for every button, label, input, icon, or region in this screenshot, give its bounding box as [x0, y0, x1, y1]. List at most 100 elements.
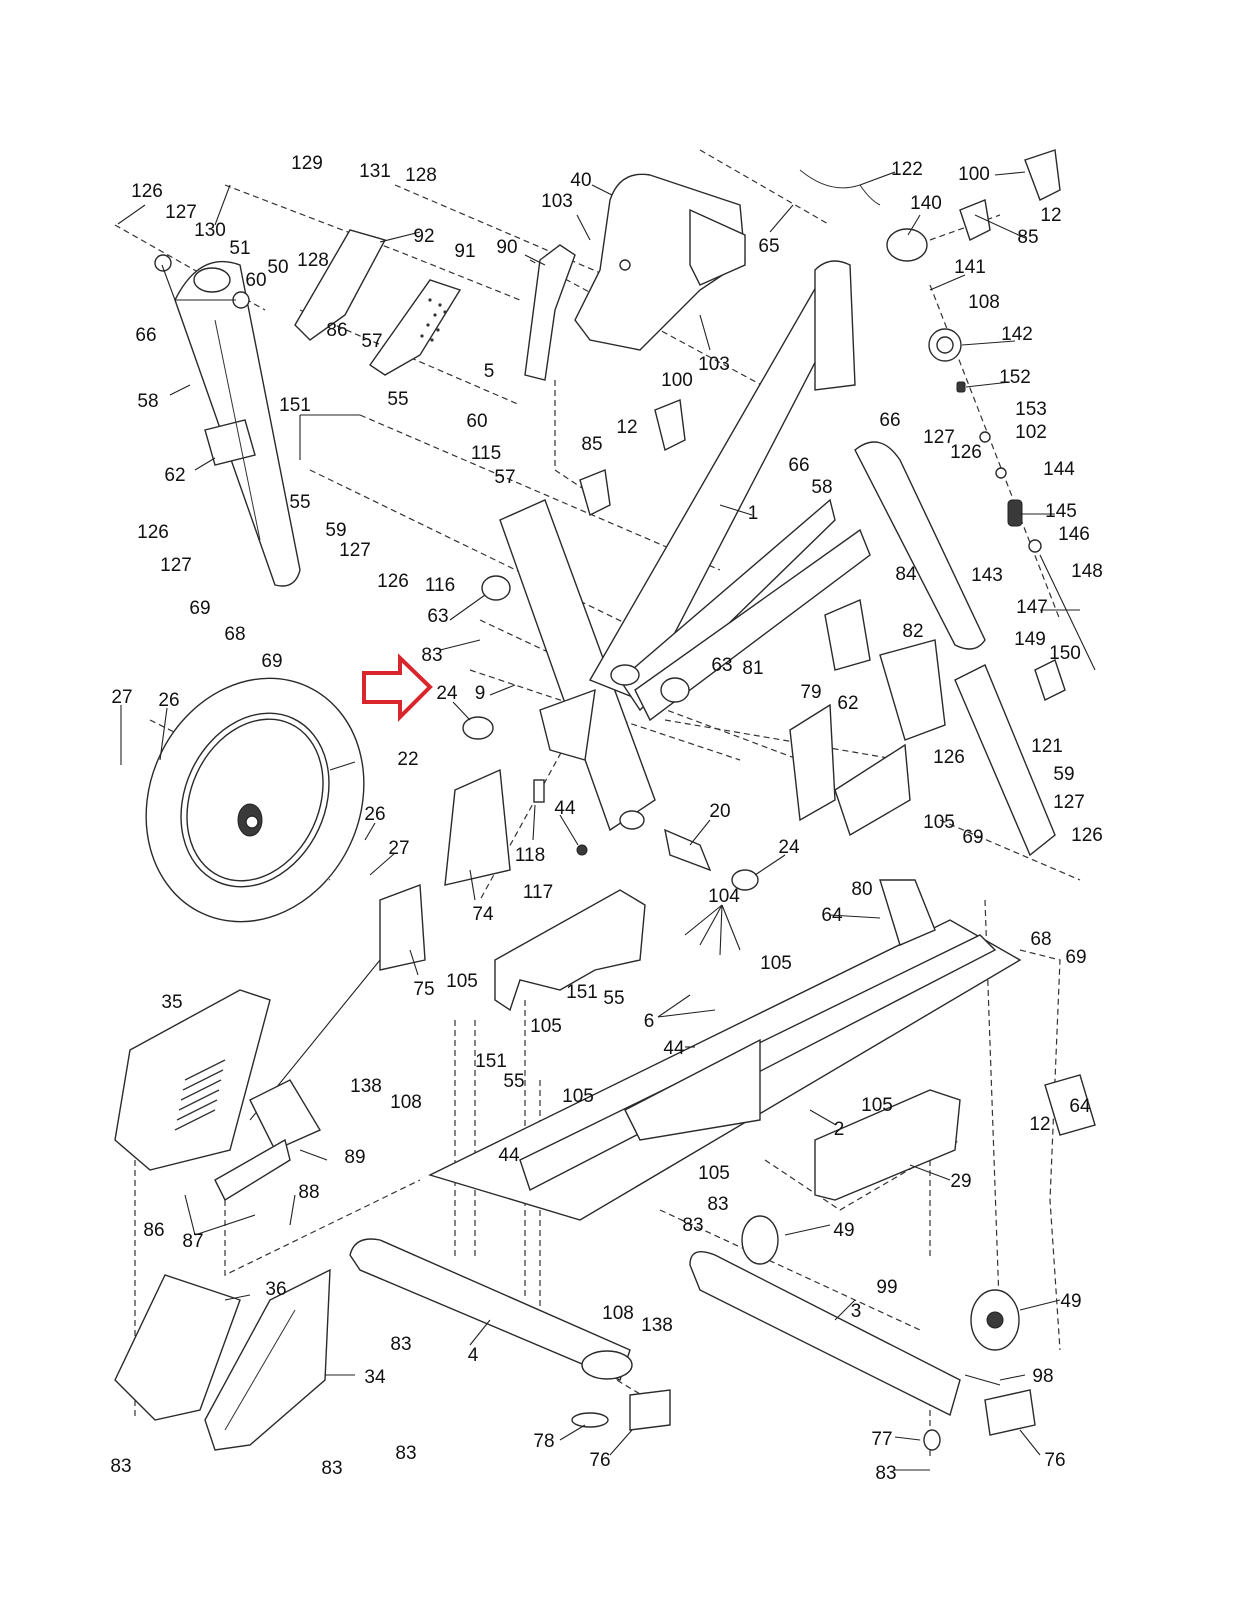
- part-callout-90: 90: [496, 237, 517, 258]
- part-callout-150: 150: [1049, 643, 1081, 664]
- front-stabilizer: [349, 1238, 671, 1431]
- part-callout-81: 81: [742, 658, 763, 679]
- part-callout-83: 83: [707, 1194, 728, 1215]
- part-callout-153: 153: [1015, 399, 1047, 420]
- part-callout-5: 5: [484, 361, 495, 382]
- part-callout-121: 121: [1031, 736, 1063, 757]
- part-callout-138: 138: [641, 1315, 673, 1336]
- part-callout-55: 55: [603, 988, 624, 1009]
- part-callout-76: 76: [589, 1450, 610, 1471]
- part-callout-75: 75: [413, 979, 434, 1000]
- part-callout-66: 66: [879, 410, 900, 431]
- part-callout-126: 126: [131, 181, 163, 202]
- part-callout-117: 117: [523, 882, 553, 903]
- wire-harness: [799, 169, 881, 206]
- part-callout-103: 103: [698, 354, 730, 375]
- part-callout-26: 26: [364, 804, 385, 825]
- part-callout-12: 12: [1029, 1114, 1050, 1135]
- leader-lines: [117, 171, 1080, 1471]
- part-callout-88: 88: [298, 1182, 319, 1203]
- part-callout-131: 131: [359, 161, 391, 182]
- part-callout-49: 49: [833, 1220, 854, 1241]
- part-callout-59: 59: [1053, 764, 1074, 785]
- left-handlebar-arm: [154, 254, 301, 587]
- part-callout-57: 57: [361, 331, 382, 352]
- part-callout-20: 20: [709, 801, 730, 822]
- part-callout-58: 58: [811, 477, 832, 498]
- axle-parts: [462, 575, 759, 891]
- part-callout-63: 63: [427, 606, 448, 627]
- part-callout-85: 85: [1017, 227, 1038, 248]
- part-callout-127: 127: [1053, 792, 1085, 813]
- part-callout-27: 27: [388, 838, 409, 859]
- part-callout-69: 69: [962, 827, 983, 848]
- part-callout-64: 64: [821, 905, 843, 926]
- part-callout-44: 44: [498, 1145, 520, 1166]
- part-callout-83: 83: [421, 645, 442, 666]
- part-callout-105: 105: [923, 812, 955, 833]
- part-callout-149: 149: [1014, 629, 1046, 650]
- part-callout-128: 128: [405, 165, 437, 186]
- right-handlebar-arm: [854, 441, 1056, 857]
- part-callout-83: 83: [110, 1456, 131, 1477]
- part-callout-84: 84: [895, 564, 917, 585]
- side-covers: [114, 1089, 961, 1451]
- part-callout-12: 12: [1040, 205, 1061, 226]
- part-callout-29: 29: [950, 1171, 971, 1192]
- part-callout-76: 76: [1044, 1450, 1065, 1471]
- part-callout-118: 118: [515, 845, 545, 866]
- part-callout-74: 74: [472, 904, 494, 925]
- part-callout-26: 26: [158, 690, 179, 711]
- part-callout-151: 151: [475, 1051, 507, 1072]
- part-callout-60: 60: [466, 411, 487, 432]
- part-callout-83: 83: [321, 1458, 342, 1479]
- part-callout-83: 83: [682, 1215, 703, 1236]
- part-callout-92: 92: [413, 226, 434, 247]
- part-callout-126: 126: [137, 522, 169, 543]
- part-callout-62: 62: [164, 465, 185, 486]
- part-callout-108: 108: [390, 1092, 422, 1113]
- part-callout-66: 66: [135, 325, 156, 346]
- part-callout-22: 22: [397, 749, 418, 770]
- part-callout-126: 126: [1071, 825, 1103, 846]
- part-callout-24: 24: [436, 683, 458, 704]
- part-callout-68: 68: [1030, 929, 1051, 950]
- part-callout-62: 62: [837, 693, 858, 714]
- part-callout-100: 100: [958, 164, 990, 185]
- arrow-right-icon: [362, 653, 433, 722]
- console-housing: [574, 173, 746, 351]
- part-callout-59: 59: [325, 520, 346, 541]
- part-callout-140: 140: [910, 193, 942, 214]
- part-callout-138: 138: [350, 1076, 382, 1097]
- flywheel: [145, 677, 365, 923]
- main-frame: [499, 260, 871, 832]
- part-callout-60: 60: [245, 270, 266, 291]
- part-callout-86: 86: [326, 320, 347, 341]
- part-callout-64: 64: [1069, 1096, 1091, 1117]
- part-callout-127: 127: [165, 202, 197, 223]
- part-callout-105: 105: [760, 953, 792, 974]
- part-callout-69: 69: [261, 651, 282, 672]
- part-callout-142: 142: [1001, 324, 1033, 345]
- upright-cover: [524, 244, 576, 381]
- part-callout-86: 86: [143, 1220, 164, 1241]
- part-callout-105: 105: [446, 971, 478, 992]
- left-pedal-plates: [294, 229, 462, 376]
- part-callout-105: 105: [698, 1163, 730, 1184]
- part-callout-80: 80: [851, 879, 872, 900]
- part-callout-44: 44: [663, 1038, 685, 1059]
- part-callout-68: 68: [224, 624, 245, 645]
- part-callout-85: 85: [581, 434, 602, 455]
- rear-stabilizer: [689, 1215, 1036, 1451]
- part-callout-83: 83: [390, 1334, 411, 1355]
- base-frame: [428, 879, 1096, 1221]
- part-callout-126: 126: [377, 571, 409, 592]
- part-callout-44: 44: [554, 798, 576, 819]
- part-callout-83: 83: [875, 1463, 896, 1484]
- part-callout-126: 126: [933, 747, 965, 768]
- part-callout-79: 79: [800, 682, 821, 703]
- part-callout-127: 127: [923, 427, 955, 448]
- part-callout-69: 69: [189, 598, 210, 619]
